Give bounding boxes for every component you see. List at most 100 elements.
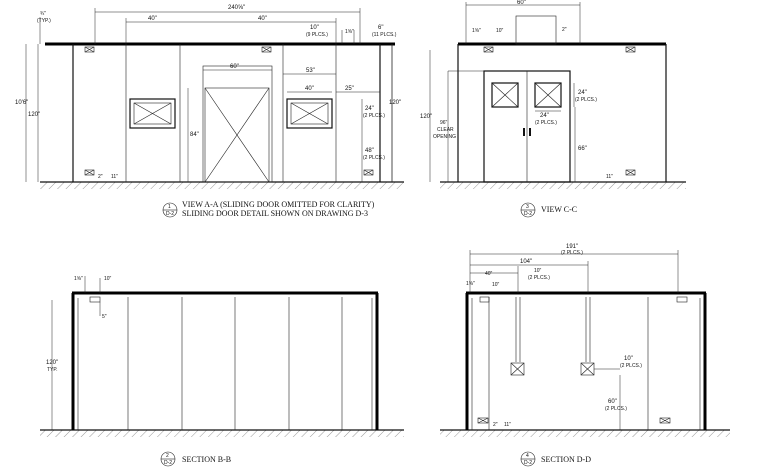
- dim-right-6-note: (11 PLCS.): [372, 32, 397, 38]
- dim-overall: 240⅝": [228, 5, 245, 11]
- dim-sill-66: 66": [578, 146, 587, 152]
- dim-frac: 1⅝": [466, 281, 475, 287]
- ground-hatch: [40, 430, 404, 437]
- ground-hatch: [440, 430, 730, 437]
- dim-mid-40: 40": [258, 16, 267, 22]
- vent-icon: [483, 46, 494, 53]
- roof-unit: [515, 15, 557, 45]
- window-right: [286, 98, 333, 129]
- dim-clear-96: 96": [440, 120, 448, 126]
- vent-icon: [84, 46, 95, 53]
- dim-frac-top: 1⅝": [345, 29, 354, 35]
- dim-drop-5: 5": [102, 314, 107, 320]
- view-aa-caption-2: SLIDING DOOR DETAIL SHOWN ON DRAWING D-3: [182, 209, 368, 218]
- svg-text:D-2: D-2: [524, 211, 532, 217]
- dim-40: 40": [485, 271, 493, 277]
- dim-door-53: 53": [306, 68, 315, 74]
- vent-icon: [261, 46, 272, 53]
- view-aa-caption-1: VIEW A-A (SLIDING DOOR OMITTED FOR CLARI…: [182, 200, 375, 209]
- vent-icon: [676, 296, 688, 303]
- dim-bot-11: 11": [606, 174, 613, 180]
- dim-bot-11: 11": [111, 174, 118, 180]
- svg-text:D-2: D-2: [166, 211, 174, 217]
- dim-typ: (TYP.): [37, 18, 51, 24]
- door-handle-icon: [523, 128, 525, 136]
- dim-10b: 10": [492, 282, 500, 288]
- dim-win-24b-note: (2 PLCS.): [535, 120, 557, 126]
- window-left: [129, 98, 176, 129]
- dim-win-10-note: (2 PLCS.): [620, 363, 642, 369]
- dim-top-10: 10": [104, 276, 112, 282]
- opening-label: OPENING: [433, 134, 456, 140]
- dim-10-note: (2 PLCS.): [528, 275, 550, 281]
- dim-height-10-6: 10'6": [15, 100, 28, 106]
- dim-win-10: 10": [624, 356, 633, 362]
- svg-text:D-2: D-2: [524, 460, 532, 466]
- door-handle-icon: [529, 128, 531, 136]
- door-window-right: [534, 82, 562, 108]
- section-dd: 191" (2 PLCS.) 104" 40" 10" (2 PLCS.) 1⅝…: [440, 244, 730, 467]
- section-bb: 1⅝" 10" 5" 120" TYP. 2 D-2 SECTION B-B: [40, 276, 404, 467]
- dim-sill-48-note: (2 PLCS.): [363, 155, 385, 161]
- view-aa: 240⅝" 40" 40" ¾" (TYP.) 10" (9 PLCS.) 1⅝…: [15, 5, 404, 218]
- vent-icon: [477, 417, 489, 424]
- vent-icon: [479, 296, 490, 303]
- callout-bubble: 1 D-2: [162, 202, 178, 218]
- dim-frac: 1⅝": [472, 28, 481, 34]
- dim-left-40: 40": [148, 16, 157, 22]
- svg-text:2: 2: [166, 453, 169, 459]
- dim-sill-60: 60": [608, 399, 617, 405]
- svg-text:D-2: D-2: [164, 460, 172, 466]
- door-panel: [204, 87, 270, 183]
- dim-panel-40: 40": [305, 86, 314, 92]
- vent-icon: [659, 417, 671, 424]
- ground-hatch: [40, 182, 404, 189]
- dim-three-qtr: ¾": [40, 11, 46, 17]
- diffuser-icon: [510, 362, 525, 376]
- dim-bot-2: 2": [493, 422, 498, 428]
- dim-typ: TYP.: [47, 367, 57, 373]
- door-opening: [202, 65, 273, 183]
- section-dd-caption: SECTION D-D: [541, 455, 591, 464]
- dim-win-24-note: (2 PLCS.): [575, 97, 597, 103]
- svg-text:4: 4: [526, 453, 529, 459]
- ground-hatch: [440, 182, 686, 189]
- door-cross: [204, 87, 270, 183]
- dim-right-6: 6": [378, 25, 383, 31]
- dim-frac: 1⅝": [74, 276, 83, 282]
- dim-door-60: 60": [230, 64, 239, 70]
- vent-icon: [89, 296, 101, 303]
- dim-small-10: 10": [496, 28, 504, 34]
- dim-win-24b: 24": [540, 113, 549, 119]
- dim-height-120: 120": [420, 114, 432, 120]
- diffuser-icon: [580, 362, 595, 376]
- dim-right-2: 2": [562, 27, 567, 33]
- dim-bot-11: 11": [504, 422, 511, 428]
- dim-height-120b: 120": [389, 100, 401, 106]
- vent-icon: [84, 169, 95, 176]
- dim-height-120: 120": [46, 360, 58, 366]
- view-cc-caption: VIEW C-C: [541, 205, 577, 214]
- clear-label: CLEAR: [437, 127, 454, 133]
- callout-bubble: 4 D-2: [520, 451, 536, 467]
- dim-door-84: 84": [190, 132, 199, 138]
- door-window-left: [491, 82, 519, 108]
- dim-overall-note: (2 PLCS.): [561, 250, 583, 256]
- dim-sill-60-note: (2 PLCS.): [605, 406, 627, 412]
- dim-10: 10": [534, 268, 542, 274]
- vent-icon: [363, 169, 374, 176]
- vent-icon: [625, 169, 636, 176]
- dim-104: 104": [520, 259, 532, 265]
- dim-sill-48: 48": [365, 148, 374, 154]
- door-window-left: [491, 82, 519, 108]
- svg-text:1: 1: [168, 204, 171, 210]
- dim-win-24: 24": [365, 106, 374, 112]
- dim-spacing-10: 10": [310, 25, 319, 31]
- callout-bubble: 2 D-2: [160, 451, 176, 467]
- svg-text:3: 3: [526, 204, 529, 210]
- view-cc: 60" 1⅝" 10" 2" 120" 96" CLEAR OPENING 24…: [420, 0, 686, 218]
- dim-height-120: 120": [28, 112, 40, 118]
- dim-win-24: 24": [578, 90, 587, 96]
- dim-overall-191: 191": [566, 244, 578, 250]
